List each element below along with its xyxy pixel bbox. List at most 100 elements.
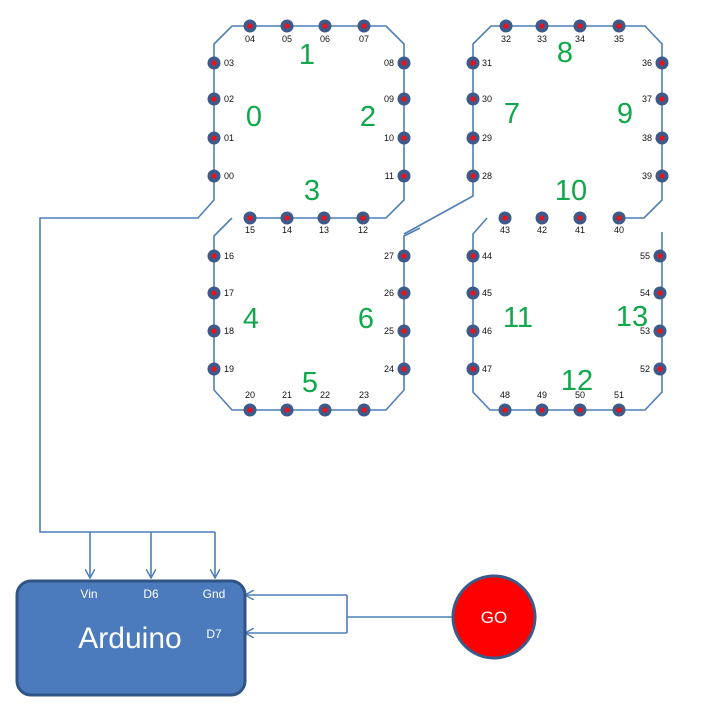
arduino-title: Arduino — [78, 622, 181, 655]
led-label: 15 — [245, 225, 255, 235]
led-label: 16 — [224, 251, 234, 261]
led-core — [659, 60, 665, 66]
go-button-body[interactable] — [451, 574, 537, 660]
led-label: 04 — [245, 34, 255, 44]
led-label: 46 — [482, 326, 492, 336]
led-label: 44 — [482, 251, 492, 261]
led-04: 04 — [243, 19, 257, 44]
wire-traces — [39, 25, 663, 633]
led-32: 32 — [499, 19, 513, 44]
led-core — [657, 328, 663, 334]
led-00: 00 — [207, 169, 234, 183]
led-core — [211, 328, 217, 334]
arduino-board: Vin D6 Gnd D7 Arduino — [15, 579, 247, 697]
led-34: 34 — [573, 19, 587, 44]
led-label: 34 — [575, 34, 585, 44]
led-core — [360, 215, 366, 221]
led-core — [401, 366, 407, 372]
panel-label-4: 4 — [243, 303, 259, 335]
led-label: 14 — [282, 225, 292, 235]
led-label: 20 — [245, 390, 255, 400]
go-button[interactable]: GO — [451, 574, 537, 660]
led-label: 13 — [319, 225, 329, 235]
led-core — [470, 290, 476, 296]
led-label: 02 — [224, 94, 234, 104]
led-14: 14 — [280, 211, 294, 235]
trace-link-b-c — [403, 176, 474, 235]
led-05: 05 — [280, 19, 294, 44]
led-27: 27 — [384, 249, 411, 263]
led-label: 30 — [482, 94, 492, 104]
led-33: 33 — [535, 19, 549, 44]
led-55: 55 — [640, 249, 667, 263]
led-core — [470, 60, 476, 66]
panel-label-10: 10 — [555, 175, 587, 207]
led-50: 50 — [573, 390, 587, 417]
led-54: 54 — [640, 286, 667, 300]
led-51: 51 — [612, 390, 626, 417]
panel-label-8: 8 — [557, 37, 573, 69]
panel-numbers: 0 1 2 3 4 5 6 7 8 9 10 11 12 13 — [243, 37, 648, 399]
led-02: 02 — [207, 92, 234, 106]
led-label: 18 — [224, 326, 234, 336]
led-47: 47 — [466, 362, 492, 376]
led-label: 47 — [482, 364, 492, 374]
panel-label-13: 13 — [616, 301, 648, 333]
panel-label-1: 1 — [299, 39, 315, 71]
led-core — [470, 96, 476, 102]
led-core — [503, 23, 509, 29]
led-48: 48 — [498, 390, 512, 417]
led-label: 29 — [482, 133, 492, 143]
led-label: 41 — [575, 225, 585, 235]
led-23: 23 — [357, 390, 371, 417]
panel-label-11: 11 — [503, 302, 533, 334]
led-17: 17 — [207, 286, 234, 300]
led-label: 07 — [359, 34, 369, 44]
led-31: 31 — [466, 56, 492, 70]
led-core — [211, 253, 217, 259]
led-20: 20 — [243, 390, 257, 417]
led-core — [616, 407, 622, 413]
led-label: 19 — [224, 364, 234, 374]
led-label: 24 — [384, 364, 394, 374]
led-core — [401, 96, 407, 102]
led-08: 08 — [384, 56, 411, 70]
pin-d7-label: D7 — [206, 627, 222, 641]
led-label: 32 — [501, 34, 511, 44]
led-label: 23 — [359, 390, 369, 400]
led-label: 09 — [384, 94, 394, 104]
led-label: 52 — [640, 364, 650, 374]
led-label: 49 — [537, 390, 547, 400]
pin-d6-label: D6 — [143, 587, 159, 601]
led-28: 28 — [466, 169, 492, 183]
led-label: 45 — [482, 288, 492, 298]
led-core — [247, 23, 253, 29]
led-label: 08 — [384, 58, 394, 68]
led-label: 11 — [385, 171, 394, 181]
led-18: 18 — [207, 324, 234, 338]
led-43: 43 — [498, 211, 512, 235]
led-24: 24 — [384, 362, 411, 376]
led-core — [211, 366, 217, 372]
led-16: 16 — [207, 249, 234, 263]
led-core — [577, 407, 583, 413]
led-core — [322, 407, 328, 413]
led-35: 35 — [612, 19, 626, 44]
led-39: 39 — [642, 169, 669, 183]
led-core — [577, 23, 583, 29]
panel-label-3: 3 — [304, 175, 320, 207]
panel-label-6: 6 — [358, 303, 374, 335]
led-core — [616, 215, 622, 221]
led-core — [401, 173, 407, 179]
led-core — [539, 23, 545, 29]
led-core — [657, 290, 663, 296]
led-30: 30 — [466, 92, 492, 106]
led-11: 11 — [385, 169, 411, 183]
led-core — [502, 407, 508, 413]
led-core — [247, 407, 253, 413]
led-label: 55 — [640, 251, 650, 261]
led-03: 03 — [207, 56, 234, 70]
panel-label-5: 5 — [302, 367, 318, 399]
led-38: 38 — [642, 131, 669, 145]
led-label: 25 — [384, 326, 394, 336]
